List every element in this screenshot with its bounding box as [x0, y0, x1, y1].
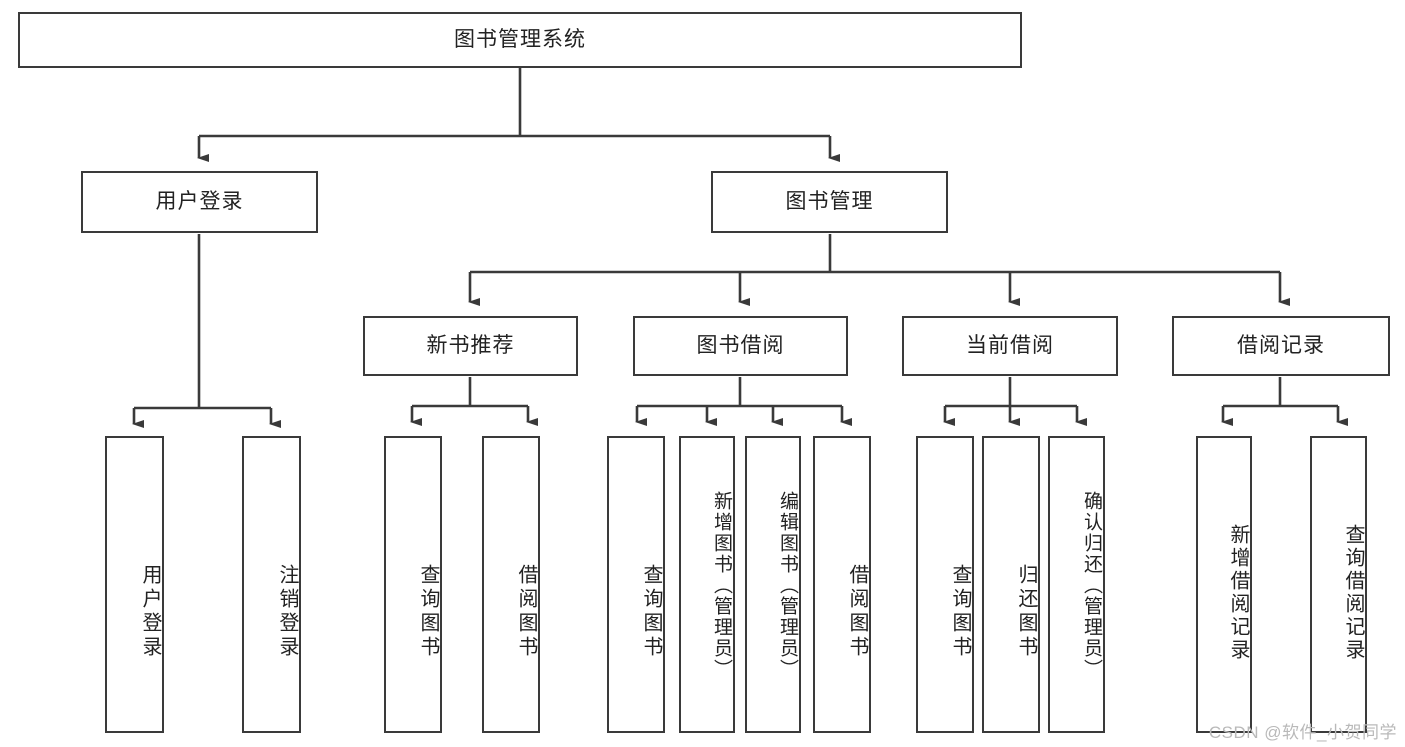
node-new-book-recommend-label: 新书推荐	[426, 334, 515, 358]
node-book-borrow-label: 图书借阅	[696, 334, 785, 358]
leaf-user-login-label: 用户登录	[139, 563, 161, 660]
node-book-management[interactable]: 图书管理	[711, 171, 948, 233]
leaf-add-book-label: 新增图书（管理员）	[711, 491, 732, 680]
leaf-add-book[interactable]: 新增图书（管理员）	[679, 436, 735, 733]
node-borrow-record[interactable]: 借阅记录	[1172, 316, 1390, 376]
leaf-borrow-book-1-label: 借阅图书	[515, 563, 537, 660]
node-current-borrow[interactable]: 当前借阅	[902, 316, 1118, 376]
node-book-management-label: 图书管理	[785, 190, 874, 214]
leaf-query-book-3-label: 查询图书	[949, 563, 971, 660]
leaf-confirm-return-label: 确认归还（管理员）	[1081, 491, 1102, 680]
leaf-edit-book[interactable]: 编辑图书（管理员）	[745, 436, 801, 733]
node-current-borrow-label: 当前借阅	[966, 334, 1054, 358]
node-book-borrow[interactable]: 图书借阅	[633, 316, 848, 376]
leaf-logout-label: 注销登录	[276, 563, 298, 660]
leaf-query-record[interactable]: 查询借阅记录	[1310, 436, 1367, 733]
node-root-label: 图书管理系统	[454, 28, 586, 52]
leaf-edit-book-label: 编辑图书（管理员）	[777, 491, 798, 680]
leaf-query-record-label: 查询借阅记录	[1342, 523, 1364, 662]
leaf-query-book-1[interactable]: 查询图书	[384, 436, 442, 733]
leaf-return-book-label: 归还图书	[1015, 563, 1037, 660]
leaf-query-book-2-label: 查询图书	[640, 563, 662, 660]
node-borrow-record-label: 借阅记录	[1237, 334, 1325, 358]
leaf-confirm-return[interactable]: 确认归还（管理员）	[1048, 436, 1105, 733]
leaf-add-record[interactable]: 新增借阅记录	[1196, 436, 1252, 733]
watermark-text: CSDN @软件_小贺同学	[1208, 723, 1397, 742]
leaf-query-book-2[interactable]: 查询图书	[607, 436, 665, 733]
node-new-book-recommend[interactable]: 新书推荐	[363, 316, 578, 376]
node-user-login[interactable]: 用户登录	[81, 171, 318, 233]
leaf-user-login[interactable]: 用户登录	[105, 436, 164, 733]
leaf-borrow-book-2[interactable]: 借阅图书	[813, 436, 871, 733]
leaf-borrow-book-1[interactable]: 借阅图书	[482, 436, 540, 733]
leaf-return-book[interactable]: 归还图书	[982, 436, 1040, 733]
leaf-borrow-book-2-label: 借阅图书	[846, 563, 868, 660]
leaf-add-record-label: 新增借阅记录	[1227, 523, 1249, 662]
node-root[interactable]: 图书管理系统	[18, 12, 1022, 68]
leaf-query-book-1-label: 查询图书	[417, 563, 439, 660]
leaf-logout[interactable]: 注销登录	[242, 436, 301, 733]
leaf-query-book-3[interactable]: 查询图书	[916, 436, 974, 733]
node-user-login-label: 用户登录	[155, 190, 244, 214]
